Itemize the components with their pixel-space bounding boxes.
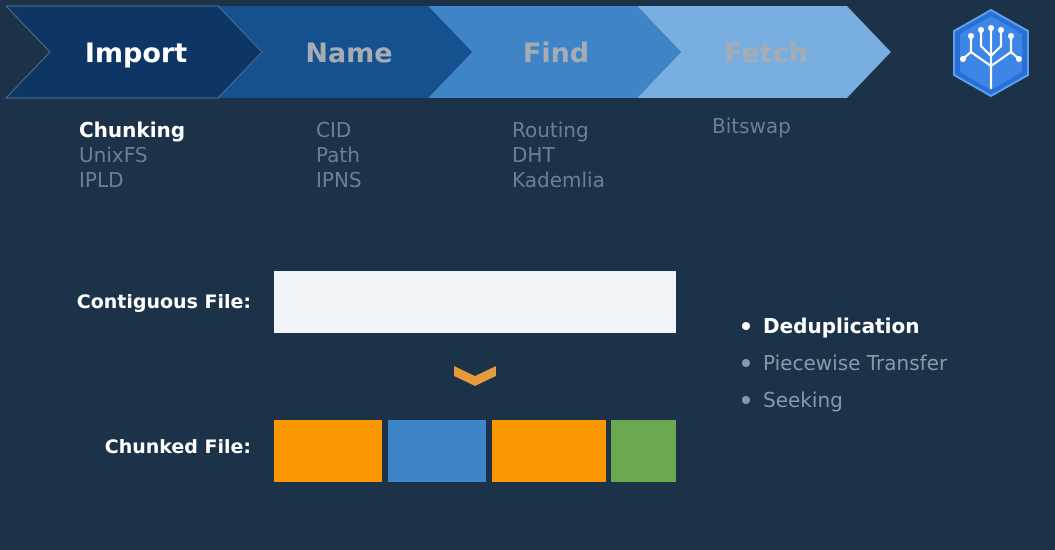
benefit-label: Deduplication: [763, 314, 920, 338]
stage-item: Routing: [512, 118, 589, 142]
stage-item: CID: [316, 118, 352, 142]
chevron-down-icon: [454, 366, 496, 386]
stage-item: Path: [316, 143, 360, 167]
pipeline-chevrons: Import Name Find Fetch: [4, 5, 891, 99]
chunk-block: [611, 420, 676, 482]
stage-item: UnixFS: [79, 143, 148, 167]
stage-fetch-items: Bitswap: [712, 114, 791, 139]
benefit-item: Piecewise Transfer: [740, 349, 947, 386]
benefit-item: Seeking: [740, 386, 947, 423]
stage-item: IPLD: [79, 168, 124, 192]
stage-find-label: Find: [523, 38, 589, 69]
stage-item: IPNS: [316, 168, 362, 192]
stage-import-label: Import: [85, 38, 187, 69]
benefits-list: Deduplication Piecewise Transfer Seeking: [740, 312, 947, 423]
benefit-label: Seeking: [763, 388, 843, 412]
chunk-block: [274, 420, 382, 482]
stage-name-label: Name: [305, 38, 392, 69]
stage-fetch-label: Fetch: [724, 38, 808, 69]
contiguous-file-block: [274, 271, 676, 333]
benefit-label: Piecewise Transfer: [763, 351, 948, 375]
stage-find-items: Routing DHT Kademlia: [512, 118, 605, 193]
bullet-dot-icon: [742, 322, 750, 330]
bullet-dot-icon: [742, 396, 750, 404]
stage-import-items: Chunking UnixFS IPLD: [79, 118, 185, 193]
stage-name-shape: [218, 6, 472, 98]
bullet-dot-icon: [742, 359, 750, 367]
chunk-block: [388, 420, 486, 482]
chunked-file-label: Chunked File:: [104, 436, 251, 458]
stage-find-shape: [428, 6, 681, 98]
stage-item: DHT: [512, 143, 555, 167]
stage-import-shape: [6, 6, 262, 98]
benefit-item: Deduplication: [740, 312, 947, 349]
stage-name-items: CID Path IPNS: [316, 118, 362, 193]
stage-item: Chunking: [79, 118, 186, 142]
stage-item: Kademlia: [512, 168, 605, 192]
chunk-block: [492, 420, 606, 482]
stage-fetch-shape: [637, 6, 891, 98]
contiguous-file-label: Contiguous File:: [76, 291, 251, 313]
stage-item: Bitswap: [712, 114, 791, 138]
ipfs-logo-icon: [953, 8, 1029, 98]
